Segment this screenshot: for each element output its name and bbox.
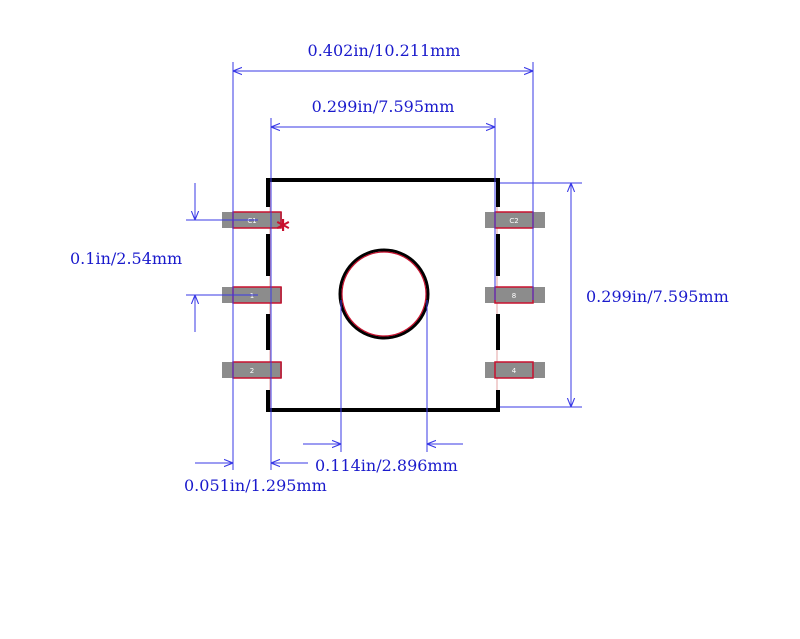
pad-label-8: 8 [512, 292, 516, 300]
label-body-height: 0.299in/7.595mm [586, 287, 729, 306]
label-overall-width: 0.402in/10.211mm [308, 41, 461, 60]
pin1-marker: * [276, 215, 290, 245]
pad-4: 4 [485, 361, 545, 379]
body-outline [269, 180, 498, 410]
pad-2: 2 [222, 361, 282, 379]
pad-c2: C2 [485, 211, 545, 229]
pad-label-c1: C1 [247, 217, 256, 225]
label-pad-length: 0.051in/1.295mm [184, 476, 327, 495]
label-body-width: 0.299in/7.595mm [312, 97, 455, 116]
center-window-outer [338, 248, 430, 340]
label-pitch: 0.1in/2.54mm [70, 249, 182, 268]
silkscreen-outline [266, 178, 500, 412]
label-window-diameter: 0.114in/2.896mm [315, 456, 458, 475]
pad-8: 8 [485, 286, 545, 304]
pad-label-2: 2 [250, 367, 254, 375]
pad-label-1: 1 [250, 292, 254, 300]
pad-label-4: 4 [512, 367, 517, 375]
pad-label-c2: C2 [509, 217, 518, 225]
center-window-inner [341, 251, 427, 337]
